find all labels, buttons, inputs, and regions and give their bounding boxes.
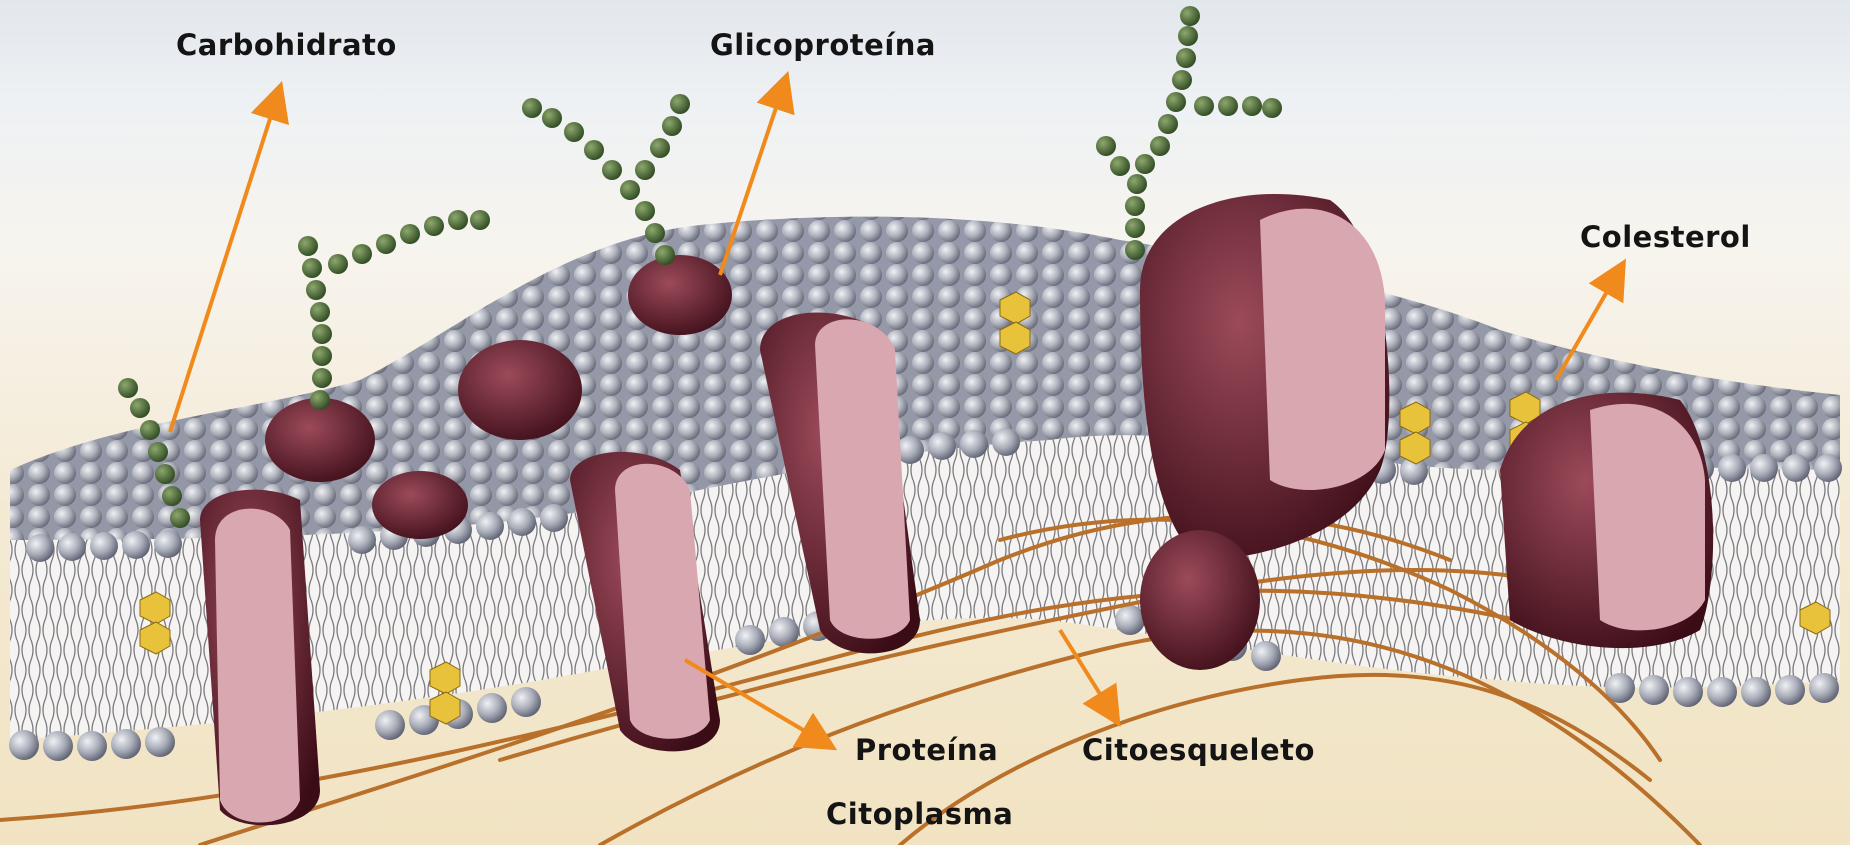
surface-protein-3 xyxy=(372,471,468,539)
label-carbohidrato: Carbohidrato xyxy=(176,28,397,62)
label-citoesqueleto: Citoesqueleto xyxy=(1082,733,1315,767)
protein-5 xyxy=(1500,393,1713,648)
label-glicoproteina: Glicoproteína xyxy=(710,28,936,62)
label-colesterol: Colesterol xyxy=(1580,220,1751,254)
arrow-citoesqueleto xyxy=(1060,630,1110,710)
glycoprotein-body xyxy=(628,255,732,335)
surface-protein-1 xyxy=(265,398,375,482)
protein-1 xyxy=(200,490,320,826)
surface-protein-2 xyxy=(458,340,582,440)
arrow-carbohidrato xyxy=(170,100,276,432)
label-proteina: Proteína xyxy=(855,733,998,767)
label-citoplasma: Citoplasma xyxy=(826,797,1013,831)
